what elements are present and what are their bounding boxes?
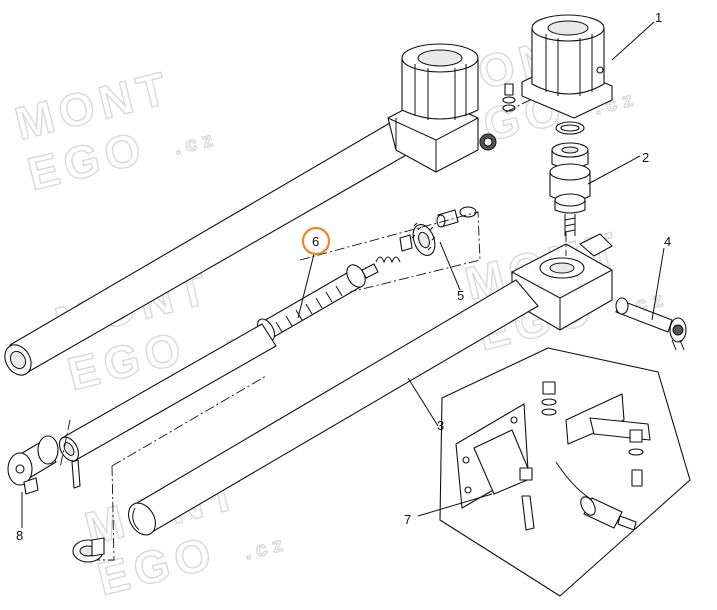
callout-3: 3 [437, 418, 444, 433]
svg-text:.cz: .cz [242, 532, 291, 564]
leader-lines [21, 21, 665, 528]
callout-7: 7 [404, 512, 411, 527]
assembled-actuator [4, 43, 497, 376]
assembly-lines [59, 99, 567, 561]
part-7-bracket-panel [439, 347, 691, 597]
part-8-end-clevis [7, 435, 81, 495]
callout-8: 8 [16, 528, 23, 543]
part-3-outer-tube [128, 279, 539, 536]
svg-text:.cz: .cz [172, 127, 221, 159]
callout-4: 4 [664, 234, 671, 249]
part-5-gear-spring [375, 206, 477, 264]
part-6-worm-screw [256, 263, 379, 342]
part-4-key-lock [615, 297, 687, 351]
callout-1: 1 [655, 10, 662, 25]
callout-6: 6 [312, 234, 319, 249]
callout-5: 5 [457, 288, 464, 303]
end-plug [72, 537, 105, 563]
callout-2: 2 [642, 150, 649, 165]
inner-tube [58, 323, 277, 462]
part-2-coupling [549, 121, 591, 236]
watermark-top: MONT EGO .cz [9, 60, 221, 201]
part-1-motor [502, 14, 613, 119]
highlight-ring [301, 226, 331, 256]
